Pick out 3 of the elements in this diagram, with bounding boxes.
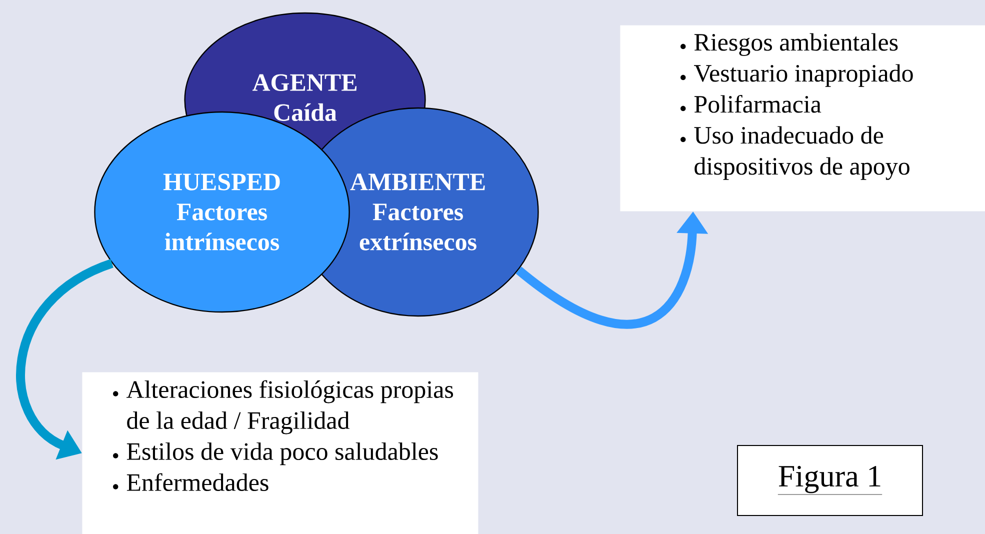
figure-label-box: Figura 1 (737, 445, 923, 516)
bullet-list-box: Alteraciones fisiológicas propias de la edad / Fragilidad Estilos de vida poco saludables Enfermedades (82, 372, 478, 534)
bullet-list-box: Riesgos ambientales Vestuario inapropiado Polifarmacia Uso inadecuado de dispositivos de apoyo (620, 25, 985, 212)
